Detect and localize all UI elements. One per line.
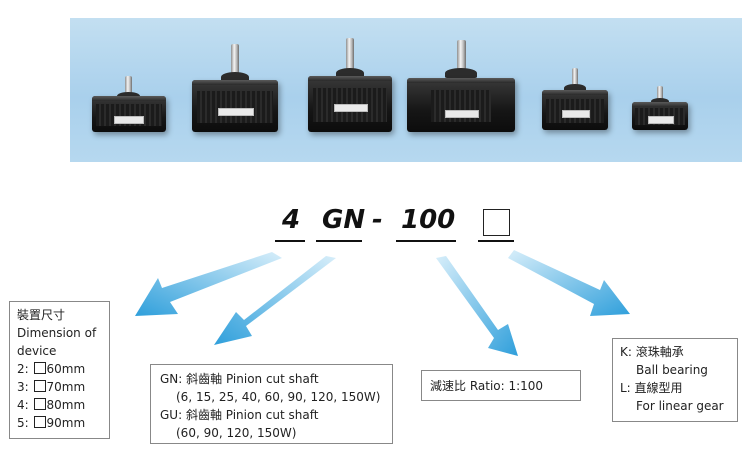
- gear-head-4: [407, 40, 515, 132]
- dimension-code: 4:: [17, 398, 29, 412]
- square-symbol-icon: [33, 362, 46, 374]
- ratio-callout: 減速比 Ratio: 1:100: [421, 370, 581, 401]
- product-photo-banner: [70, 18, 742, 162]
- dimension-size: 80mm: [46, 398, 86, 412]
- gear-head-3: [308, 38, 392, 132]
- dimension-title-en-1: Dimension of: [17, 326, 97, 340]
- bearing-option-box: [483, 209, 510, 236]
- bearing-l-en: For linear gear: [636, 399, 724, 413]
- dimension-row-4: 4: 80mm: [17, 396, 109, 414]
- dimension-size: 90mm: [46, 416, 86, 430]
- dimension-row-3: 3: 70mm: [17, 378, 109, 396]
- gn-shaft-values: (6, 15, 25, 40, 60, 90, 120, 150W): [176, 390, 381, 404]
- gear-head-2: [192, 44, 278, 132]
- underline-bearing: [478, 240, 514, 242]
- dimension-title-cn: 裝置尺寸: [17, 308, 66, 322]
- gear-head-6: [632, 86, 688, 130]
- square-symbol-icon: [33, 398, 46, 410]
- gn-shaft-label: GN: 斜齒軸 Pinion cut shaft: [160, 372, 319, 386]
- dimension-size: 60mm: [46, 362, 86, 376]
- model-dash: -: [372, 205, 383, 235]
- dimension-size: 70mm: [46, 380, 86, 394]
- dimension-code: 2:: [17, 362, 29, 376]
- underline-ratio: [396, 240, 456, 242]
- dimension-code: 5:: [17, 416, 29, 430]
- ratio-text: 減速比 Ratio: 1:100: [430, 379, 544, 393]
- gear-head-5: [542, 68, 608, 130]
- arrow-to-dimension: [135, 252, 282, 316]
- dimension-title-en-2: device: [17, 344, 57, 358]
- dimension-callout: 裝置尺寸 Dimension of device 2: 60mm 3: 70mm…: [9, 301, 110, 439]
- model-size-digit: 4: [282, 205, 301, 235]
- shaft-callout: GN: 斜齒軸 Pinion cut shaft (6, 15, 25, 40,…: [150, 364, 393, 444]
- dimension-code: 3:: [17, 380, 29, 394]
- square-symbol-icon: [33, 380, 46, 392]
- dimension-row-5: 5: 90mm: [17, 414, 109, 432]
- gu-shaft-values: (60, 90, 120, 150W): [176, 426, 297, 440]
- gu-shaft-label: GU: 斜齒軸 Pinion cut shaft: [160, 408, 319, 422]
- bearing-l-label: L: 直線型用: [620, 381, 683, 395]
- square-symbol-icon: [33, 416, 46, 428]
- model-ratio-code: 100: [401, 205, 456, 235]
- gear-head-1: [92, 76, 166, 132]
- arrow-to-shaft: [214, 256, 336, 345]
- underline-type: [316, 240, 362, 242]
- bearing-k-label: K: 滾珠軸承: [620, 345, 684, 359]
- dimension-row-2: 2: 60mm: [17, 360, 109, 378]
- bearing-k-en: Ball bearing: [636, 363, 708, 377]
- arrow-to-ratio: [436, 256, 518, 356]
- bearing-callout: K: 滾珠軸承 Ball bearing L: 直線型用 For linear …: [612, 338, 738, 422]
- model-type-code: GN: [322, 205, 366, 235]
- arrow-to-bearing: [508, 250, 630, 316]
- underline-size: [275, 240, 305, 242]
